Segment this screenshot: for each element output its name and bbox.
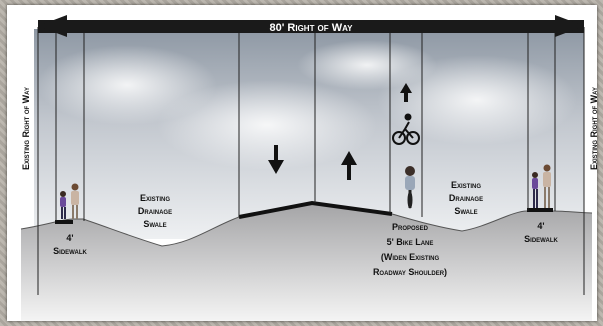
right-of-way-bar [38,20,584,33]
bike-lane-line2: 5' Bike Lane [387,237,434,247]
pedestrians-right [532,164,551,208]
down-traffic-arrow-icon [268,145,284,174]
roadway-pavement [238,200,393,219]
left-arrowhead [38,15,67,37]
bike-lane-line1: Proposed [392,222,429,232]
right-swale-line3: Swale [454,206,477,216]
left-swale-line3: Swale [143,219,166,229]
right-swale-line1: Existing [451,180,481,190]
cloud [297,40,437,90]
left-sidewalk-label: Sidewalk [53,246,87,256]
left-swale-line1: Existing [140,193,170,203]
bike-lane-line4: Roadway Shoulder) [373,267,447,277]
ground-profile [21,203,592,321]
cross-section-panel: 80' Right of Way Existing Right of Way E… [7,5,597,321]
right-existing-row-label: Existing Right of Way [589,87,597,170]
right-arrowhead [555,15,584,37]
cyclist-figure [405,166,415,209]
left-sidewalk-width: 4' [66,233,73,243]
cloud [157,80,377,170]
left-existing-row-label: Existing Right of Way [21,87,31,170]
bike-lane-arrow-icon [400,83,412,102]
right-swale-line2: Drainage [449,193,483,203]
right-sidewalk-label: Sidewalk [524,234,558,244]
bicycle-symbol-icon [392,113,420,145]
bike-lane-line3: (Widen Existing [381,252,440,262]
right-sidewalk-width: 4' [537,221,544,231]
pedestrians-left [60,183,79,219]
right-of-way-label: 80' Right of Way [270,22,354,34]
left-swale-line2: Drainage [138,206,172,216]
dimension-guides [37,27,585,295]
street-cross-section-diagram: 80' Right of Way Existing Right of Way E… [20,15,597,321]
up-traffic-arrow-icon [341,151,357,180]
